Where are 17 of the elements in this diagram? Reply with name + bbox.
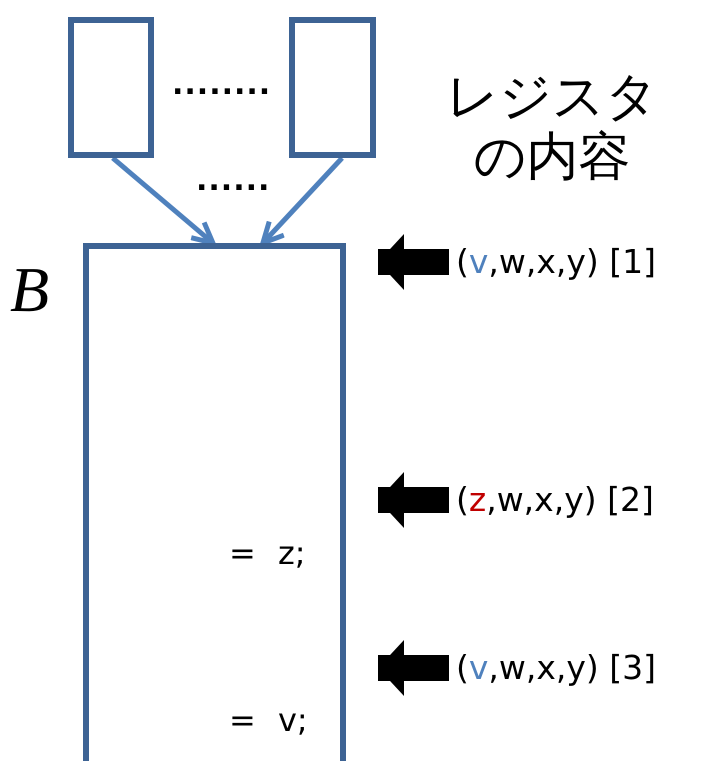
input-arrow — [378, 234, 449, 290]
ellipsis-dots: ........ — [172, 68, 272, 102]
register-tuple: (z,w,x,y) [2] — [456, 476, 712, 524]
register-contents-label: レジスタの内容 — [445, 68, 659, 188]
ellipsis-dots: ...... — [196, 164, 270, 198]
register-box — [289, 17, 376, 158]
register-tuple: (v,w,x,y) [1] — [456, 238, 706, 286]
assignment-code: = v; — [229, 701, 308, 739]
memory-block — [83, 243, 346, 761]
input-arrow — [378, 640, 449, 696]
register-tuple: (v,w,x,y) [3] — [456, 644, 712, 692]
register-box — [68, 17, 154, 158]
block-name: B — [10, 253, 50, 327]
arrow — [260, 156, 344, 246]
input-arrow — [378, 472, 449, 528]
arrow — [111, 156, 216, 246]
assignment-code: = z; — [229, 534, 306, 572]
